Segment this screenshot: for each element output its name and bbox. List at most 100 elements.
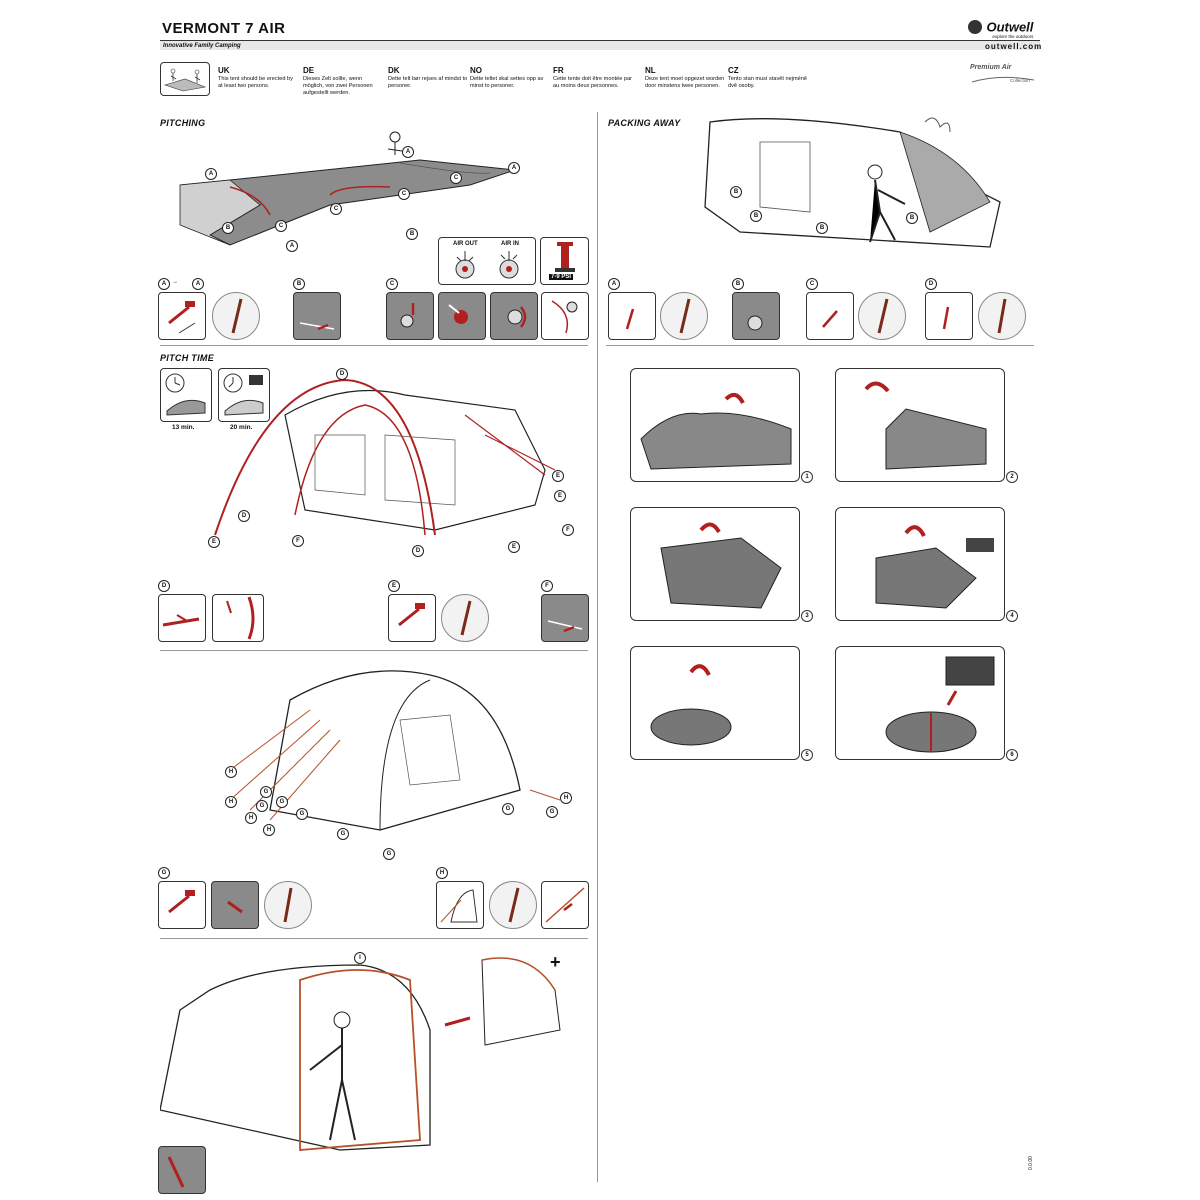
label-g-4: G bbox=[296, 808, 308, 820]
header-band bbox=[160, 41, 1040, 50]
peg-detail-a bbox=[212, 292, 260, 340]
lang-text-uk: This tent should be erected by at least … bbox=[218, 76, 293, 89]
label-b-pack-2: B bbox=[750, 210, 762, 222]
label-f-left: F bbox=[292, 535, 304, 547]
lang-text-cz: Tento stan musí stavět nejméně dvě osoby… bbox=[728, 76, 807, 89]
lang-text-de: Dieses Zelt sollte, wenn möglich, von zw… bbox=[303, 76, 373, 96]
page-title: VERMONT 7 AIR bbox=[162, 20, 286, 37]
label-b-step: B bbox=[293, 278, 305, 290]
air-out-label: AIR OUT bbox=[453, 241, 478, 247]
hammer-icon-e bbox=[398, 603, 425, 627]
section-pitch-time: PITCH TIME bbox=[160, 353, 214, 363]
label-a-pack: A bbox=[608, 278, 620, 290]
clock-flag-icon-2 bbox=[223, 373, 264, 416]
label-e-left: E bbox=[208, 536, 220, 548]
peg-angle-icon bbox=[227, 900, 243, 914]
fold-step-illustration bbox=[640, 392, 792, 470]
label-b-right: B bbox=[406, 228, 418, 240]
label-c-4: C bbox=[275, 220, 287, 232]
groundsheet-illustration bbox=[179, 131, 516, 246]
thumb-i bbox=[158, 1146, 206, 1194]
label-c-pack: C bbox=[806, 278, 818, 290]
peg-thumb-a bbox=[158, 292, 206, 340]
brand-logo: Outwell explore the outdoors bbox=[968, 18, 1033, 39]
air-in-label: AIR IN bbox=[501, 241, 519, 247]
thumb-c-1 bbox=[386, 292, 434, 340]
lang-code-nl: NL bbox=[645, 66, 656, 75]
label-g-2: G bbox=[256, 800, 268, 812]
thumb-c-2 bbox=[438, 292, 486, 340]
premium-air-badge: Premium Air Collection bbox=[970, 64, 1040, 86]
label-h-4: H bbox=[263, 824, 275, 836]
tagline: Innovative Family Camping bbox=[163, 43, 241, 49]
peg-detail-h bbox=[489, 881, 537, 929]
fold-step-panel-5 bbox=[630, 646, 800, 760]
lang-code-no: NO bbox=[470, 66, 482, 75]
thumb-c-3 bbox=[490, 292, 538, 340]
fold-step-panel-2 bbox=[835, 368, 1005, 482]
label-c-1: C bbox=[450, 172, 462, 184]
label-d-top: D bbox=[336, 368, 348, 380]
label-d-bottom: D bbox=[412, 545, 424, 557]
divider-right-1 bbox=[606, 345, 1034, 346]
pull-hand-icon bbox=[299, 322, 335, 331]
label-b-left: B bbox=[222, 222, 234, 234]
fold-step-illustration bbox=[885, 656, 995, 753]
thumb-pack-a bbox=[608, 292, 656, 340]
label-a3: A bbox=[205, 168, 217, 180]
label-g-3: G bbox=[276, 796, 288, 808]
tent-guyline-illustration bbox=[230, 670, 561, 831]
label-a2: A bbox=[508, 162, 520, 174]
label-c-step: C bbox=[386, 278, 398, 290]
cap-icon bbox=[551, 300, 578, 334]
brand-url: outwell.com bbox=[985, 42, 1043, 51]
valve-turn-icon bbox=[448, 304, 468, 324]
guyline-tension-icon bbox=[545, 887, 585, 923]
fold-step-number: 2 bbox=[1006, 471, 1018, 483]
lang-text-dk: Dette telt bør rejses af mindst to perso… bbox=[388, 76, 468, 89]
label-h-3: H bbox=[245, 812, 257, 824]
deflated-tent-illustration bbox=[704, 117, 1001, 248]
label-g-7: G bbox=[502, 803, 514, 815]
peg-detail-g bbox=[264, 881, 312, 929]
fold-step-panel-6 bbox=[835, 646, 1005, 760]
lang-code-fr: FR bbox=[553, 66, 564, 75]
arrow-a1-a4: → bbox=[172, 279, 178, 285]
thumb-d-1 bbox=[158, 594, 206, 642]
label-e-step: E bbox=[388, 580, 400, 592]
time-box-2 bbox=[218, 368, 270, 422]
premium-swoosh-icon bbox=[971, 76, 1035, 83]
fold-step-illustration bbox=[650, 664, 732, 746]
label-d-step: D bbox=[158, 580, 170, 592]
divider-left-3 bbox=[160, 938, 588, 939]
peg-detail-e bbox=[441, 594, 489, 642]
fold-step-panel-1 bbox=[630, 368, 800, 482]
divider-left-1 bbox=[160, 345, 588, 346]
pump-icon bbox=[555, 242, 575, 272]
section-pitching: PITCHING bbox=[160, 118, 206, 128]
peg-icon-h bbox=[508, 887, 520, 923]
label-h-step: H bbox=[436, 867, 448, 879]
document-code: 0.0.00 bbox=[1028, 1156, 1034, 1170]
valve-open-icon bbox=[400, 303, 415, 328]
label-a4: A bbox=[286, 240, 298, 252]
pole-sleeve-icon bbox=[226, 596, 255, 640]
label-d-pack: D bbox=[925, 278, 937, 290]
label-b-pack-3: B bbox=[816, 222, 828, 234]
header-divider bbox=[160, 40, 1040, 41]
label-a1: A bbox=[402, 146, 414, 158]
label-g-5: G bbox=[337, 828, 349, 840]
fold-step-illustration bbox=[875, 525, 994, 609]
label-d-left: D bbox=[238, 510, 250, 522]
valve-close-icon bbox=[507, 306, 527, 328]
label-b-pack: B bbox=[732, 278, 744, 290]
peg-icon-e bbox=[460, 600, 472, 636]
thumb-c-4 bbox=[541, 292, 589, 340]
guyline-tent-icon bbox=[440, 889, 478, 923]
label-h-1: H bbox=[225, 766, 237, 778]
brand-subline: explore the outdoors bbox=[992, 34, 1034, 39]
fold-step-number: 6 bbox=[1006, 749, 1018, 761]
label-e-right-1: E bbox=[552, 470, 564, 482]
thumb-e-1 bbox=[388, 594, 436, 642]
lang-text-no: Dette teltet skal settes opp av minst to… bbox=[470, 76, 544, 89]
